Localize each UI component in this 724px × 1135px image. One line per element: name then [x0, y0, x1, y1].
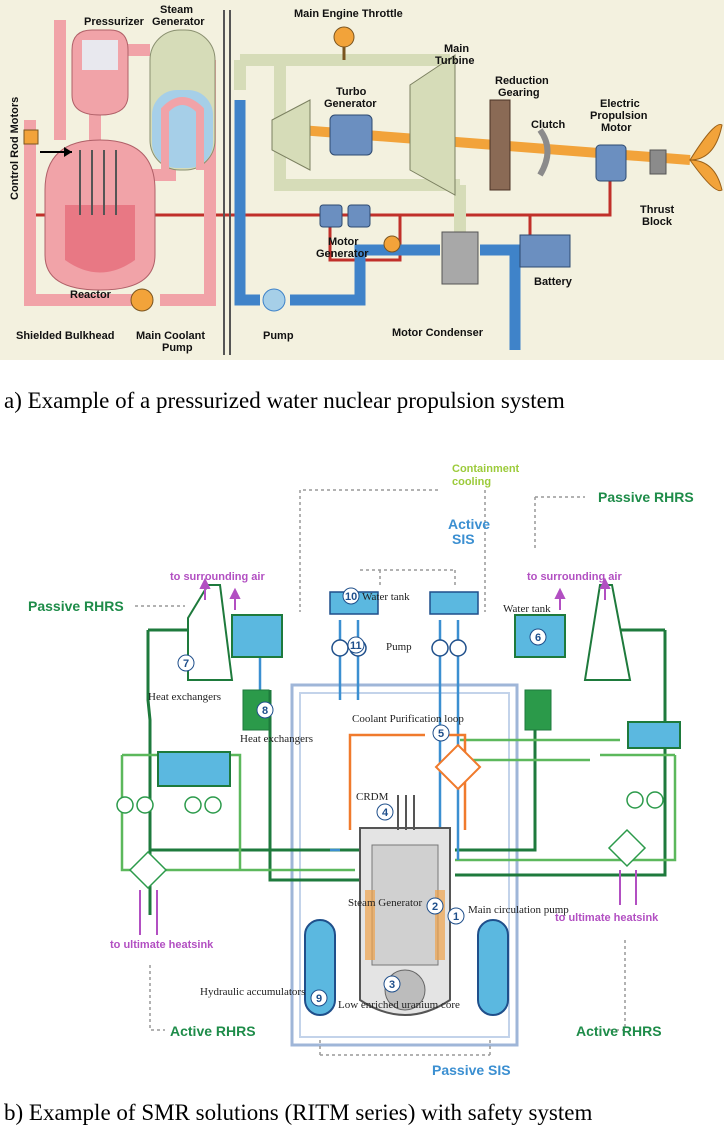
containment-inner — [299, 692, 510, 1038]
sis-pumps — [331, 639, 467, 657]
propeller — [689, 123, 723, 192]
label-heat-exchangers-1: Heat exchangers — [148, 691, 221, 703]
badge-9: 9 — [316, 993, 322, 1005]
label-passive-rhrs-left: Passive RHRS — [28, 598, 124, 614]
steam-loop — [234, 54, 466, 240]
active-pumps — [116, 791, 664, 814]
pressurizer — [71, 29, 129, 116]
label-reactor: Reactor — [70, 289, 112, 301]
caption-a: a) Example of a pressurized water nuclea… — [4, 388, 565, 413]
label-main-circulation-pump: Main circulation pump — [468, 904, 569, 916]
label-passive-rhrs-right: Passive RHRS — [598, 489, 694, 505]
label-active-rhrs-left: Active RHRS — [170, 1023, 256, 1039]
label-pressurizer: Pressurizer — [84, 16, 145, 28]
badge-11: 11 — [350, 640, 362, 652]
label-active-rhrs-right: Active RHRS — [576, 1023, 662, 1039]
label-crdm: CRDM — [356, 791, 389, 803]
badge-1: 1 — [453, 911, 459, 923]
battery — [519, 234, 571, 268]
badge-10: 10 — [345, 591, 357, 603]
control-rod-motor — [23, 129, 39, 145]
heat-exchanger-coil-right — [524, 689, 552, 731]
rhrs-water-tank-left — [231, 614, 283, 658]
smr-safety-diagram: 1 2 3 4 5 6 7 8 9 10 11 Containmentcooli… — [28, 463, 694, 1078]
thrust-block — [649, 149, 667, 175]
badge-3: 3 — [389, 979, 395, 991]
heatsink-arrows — [139, 577, 637, 935]
label-to-surrounding-air-right: to surrounding air — [527, 571, 622, 583]
label-pump: Pump — [263, 330, 294, 342]
caption-b: b) Example of SMR solutions (RITM series… — [4, 1100, 593, 1125]
label-shielded-bulkhead: Shielded Bulkhead — [16, 330, 114, 342]
sis-water-tank-right — [429, 591, 479, 615]
badge-2: 2 — [432, 901, 438, 913]
label-coolant-purification-loop: Coolant Purification loop — [352, 713, 464, 725]
badge-4: 4 — [382, 807, 389, 819]
crdm-rods — [397, 795, 415, 830]
main-engine-throttle — [333, 26, 355, 48]
condensate-pump — [383, 235, 401, 253]
hydraulic-accumulator-right — [477, 919, 509, 1016]
label-steam-generator: Steam Generator — [348, 897, 423, 909]
reduction-gearing — [489, 99, 511, 191]
label-main-engine-throttle: Main Engine Throttle — [294, 8, 403, 20]
ultimate-hx-right — [607, 828, 647, 868]
electric-propulsion-motor — [595, 144, 627, 182]
dotted-lines — [135, 489, 626, 1056]
badge-8: 8 — [262, 705, 268, 717]
main-turbine — [409, 54, 456, 196]
heat-exchanger-tower-right — [583, 584, 632, 681]
turbo-generator — [271, 99, 373, 171]
feed-pump — [262, 288, 286, 312]
hydraulic-accumulator-left — [304, 919, 336, 1016]
purification-loop — [348, 733, 467, 830]
badge-5: 5 — [438, 728, 444, 740]
label-to-ultimate-heatsink-right: to ultimate heatsink — [555, 912, 659, 924]
badge-6: 6 — [535, 632, 541, 644]
label-low-enriched-uranium-core: Low enriched uranium core — [338, 999, 460, 1011]
containment-outer — [290, 683, 519, 1047]
heat-exchanger-tower-left — [187, 584, 234, 681]
motor-generator — [319, 204, 371, 228]
label-water-tank-right: Water tank — [503, 603, 551, 615]
number-badges: 1 2 3 4 5 6 7 8 9 10 11 — [177, 587, 547, 1007]
label-to-ultimate-heatsink-left: to ultimate heatsink — [110, 939, 214, 951]
motor-condenser — [441, 231, 479, 285]
clutch — [537, 128, 551, 177]
label-to-surrounding-air-left: to surrounding air — [170, 571, 265, 583]
reactor-vessel — [359, 827, 451, 1016]
active-tank-right — [627, 721, 681, 749]
label-motor-condenser: Motor Condenser — [392, 327, 484, 339]
label-heat-exchangers-2: Heat exchangers — [240, 733, 313, 745]
label-control-rod-motors: Control Rod Motors — [9, 97, 21, 200]
label-passive-sis: Passive SIS — [432, 1062, 511, 1078]
label-clutch: Clutch — [531, 119, 566, 131]
condensate-loop — [234, 100, 521, 350]
active-tank-left — [157, 751, 231, 787]
label-battery: Battery — [534, 276, 573, 288]
label-hydraulic-accumulators: Hydraulic accumulators — [200, 986, 305, 998]
label-water-tank-left: Water tank — [362, 591, 410, 603]
ultimate-hx-left — [128, 850, 168, 890]
label-pump: Pump — [386, 641, 412, 653]
badge-7: 7 — [183, 658, 189, 670]
main-coolant-pump — [130, 288, 154, 312]
purification-hx — [434, 743, 482, 791]
steam-generator — [149, 29, 216, 171]
reactor — [44, 139, 156, 291]
